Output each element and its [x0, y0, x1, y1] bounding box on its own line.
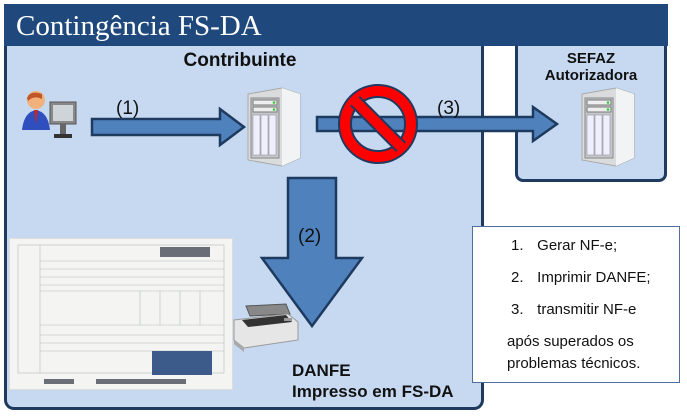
step-number: 2.: [511, 269, 524, 286]
sefaz-label-line2: Autorizadora: [544, 67, 638, 84]
sefaz-server-icon: [581, 87, 635, 167]
prohibited-icon: [338, 84, 418, 164]
step-text: Imprimir DANFE;: [537, 269, 651, 286]
step-item: 2. Imprimir DANFE;: [511, 269, 651, 286]
step-number: 3.: [511, 301, 524, 318]
arrow-1-label: (1): [116, 98, 140, 119]
arrow-2-label: (2): [298, 226, 322, 247]
arrow-2: [259, 176, 365, 329]
page-title: Contingência FS-DA: [16, 10, 262, 42]
title-bar: Contingência FS-DA: [4, 4, 668, 46]
steps-box: 1. Gerar NF-e; 2. Imprimir DANFE; 3. tra…: [472, 226, 680, 383]
arrow-3: [315, 104, 560, 144]
step-item: 3. transmitir NF-e: [511, 301, 636, 318]
printer-icon: [233, 303, 299, 352]
step-item: 1. Gerar NF-e;: [511, 237, 617, 254]
danfe-label: DANFE Impresso em FS-DA: [292, 360, 454, 402]
step-text: transmitir NF-e: [537, 301, 637, 318]
note-line2: problemas técnicos.: [507, 355, 641, 372]
arrow-1: [90, 106, 247, 148]
sefaz-label: SEFAZ Autorizadora: [515, 50, 667, 84]
note-line1: após superados os: [507, 333, 634, 350]
user-at-computer-icon: [22, 91, 77, 138]
contribuinte-label: Contribuinte: [183, 50, 297, 71]
server-icon: [247, 87, 301, 167]
danfe-label-line1: DANFE: [292, 361, 351, 380]
arrow-3-label: (3): [437, 98, 461, 119]
step-text: Gerar NF-e;: [537, 237, 618, 254]
note-text: após superados os problemas técnicos.: [507, 331, 640, 375]
danfe-label-line2: Impresso em FS-DA: [292, 382, 454, 401]
danfe-document-image: [9, 238, 233, 390]
step-number: 1.: [511, 237, 524, 254]
sefaz-label-line1: SEFAZ: [566, 50, 616, 67]
